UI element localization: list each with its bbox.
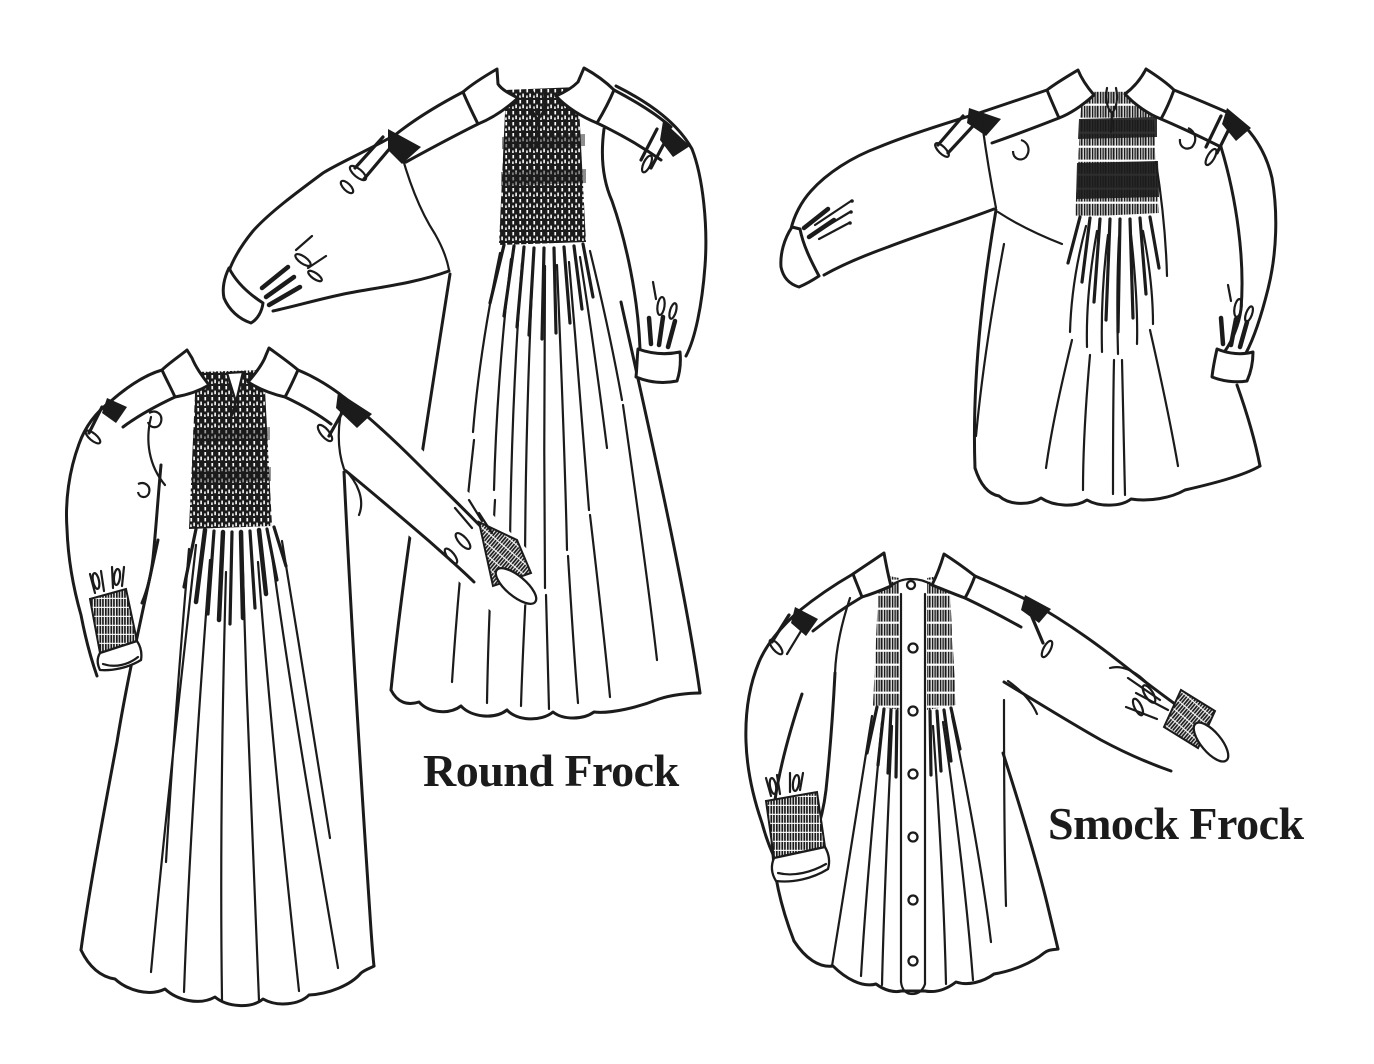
button xyxy=(907,642,919,654)
round-frock-lower-right-sleeve xyxy=(343,396,538,605)
button xyxy=(907,768,919,780)
round-frock-label: Round Frock xyxy=(423,745,679,796)
smock-frock-lower-right-sleeve xyxy=(1002,600,1230,773)
smock-frock-upper-figure xyxy=(779,66,1278,510)
button xyxy=(907,955,919,967)
left-cuff xyxy=(779,225,821,289)
button xyxy=(907,831,919,843)
left-cuff xyxy=(221,266,265,325)
round-frock-upper-left-sleeve xyxy=(221,133,451,325)
round-frock-upper-right-sleeve xyxy=(600,84,708,384)
round-frock-upper-figure xyxy=(221,66,708,721)
button xyxy=(907,705,919,717)
smock-frock-lower-placket xyxy=(899,592,927,996)
smock-frock-lower-body xyxy=(770,692,1060,994)
round-frock-lower-body xyxy=(79,470,376,1007)
smock-frock-upper-smocked-panel xyxy=(1066,90,1161,356)
right-cuff-band xyxy=(1192,721,1230,763)
round-frock-lower-left-sleeve xyxy=(65,399,163,678)
right-cuff xyxy=(634,347,682,384)
smock-frock-upper-yoke xyxy=(934,88,1251,167)
right-cuff xyxy=(1210,347,1255,384)
right-cuff-band xyxy=(494,567,538,605)
collar-button xyxy=(905,579,917,591)
right-smocked-cuff xyxy=(477,520,533,588)
smock-frock-upper-right-sleeve xyxy=(1210,112,1278,384)
button xyxy=(907,894,919,906)
smock-frock-lower-smocked-panels xyxy=(830,574,993,987)
smock-frock-lower-left-sleeve xyxy=(744,609,837,883)
smock-frock-label: Smock Frock xyxy=(1048,798,1304,849)
round-frock-lower-skirt-folds xyxy=(149,539,340,1003)
round-frock-lower-figure xyxy=(65,346,544,1008)
smock-frock-lower-figure xyxy=(744,551,1232,996)
smock-frock-upper-left-sleeve xyxy=(779,111,1064,289)
smock-frock-upper-folds xyxy=(974,126,1197,497)
round-frock-lower-smocked-bib xyxy=(182,370,288,626)
round-frock-upper-yoke xyxy=(339,88,690,195)
smock-frock-upper-body xyxy=(972,208,1262,507)
